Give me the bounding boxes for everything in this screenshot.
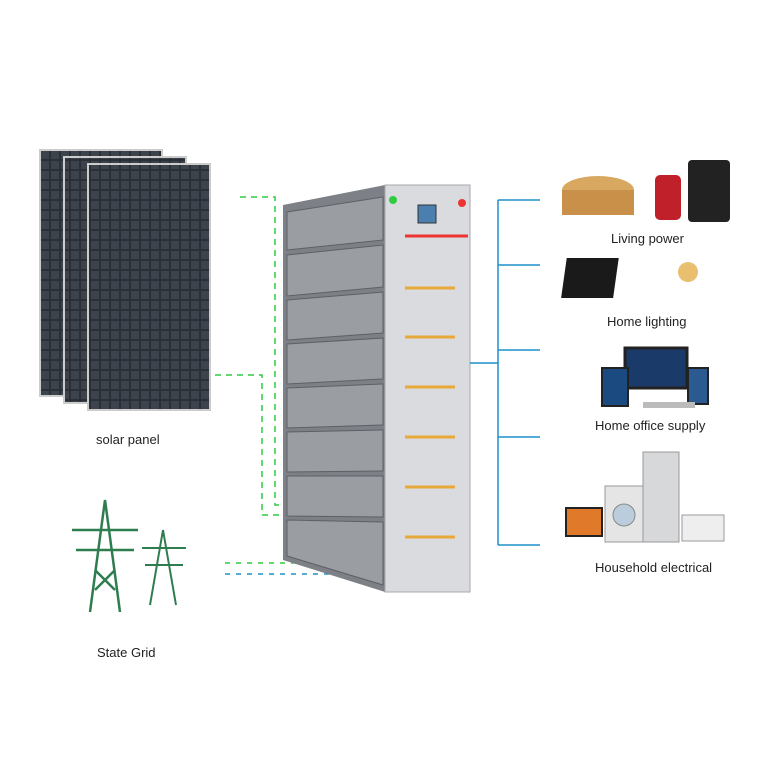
power-tower-icon	[72, 499, 138, 613]
alarm-indicator-icon	[458, 199, 466, 207]
household-electrical-label: Household electrical	[595, 560, 713, 575]
kitchen-appliances-icon	[562, 160, 730, 222]
household-appliances-icon	[565, 451, 725, 543]
solar-panel-group	[39, 149, 211, 411]
load-power-lines	[470, 199, 540, 546]
cabinet-display	[417, 204, 437, 224]
solar-power-lines	[215, 196, 285, 516]
home-office-supply-label: Home office supply	[595, 418, 706, 433]
living-power-label: Living power	[611, 231, 684, 246]
floodlight-icon	[561, 258, 698, 298]
state-grid-label: State Grid	[97, 645, 156, 660]
solar-panel	[87, 163, 211, 411]
power-tower-icon	[142, 529, 186, 606]
solar-panel-label: solar panel	[96, 432, 160, 447]
power-indicator-icon	[389, 196, 397, 204]
home-lighting-label: Home lighting	[607, 314, 687, 329]
computer-devices-icon	[601, 346, 709, 408]
battery-cabinet	[283, 184, 471, 593]
